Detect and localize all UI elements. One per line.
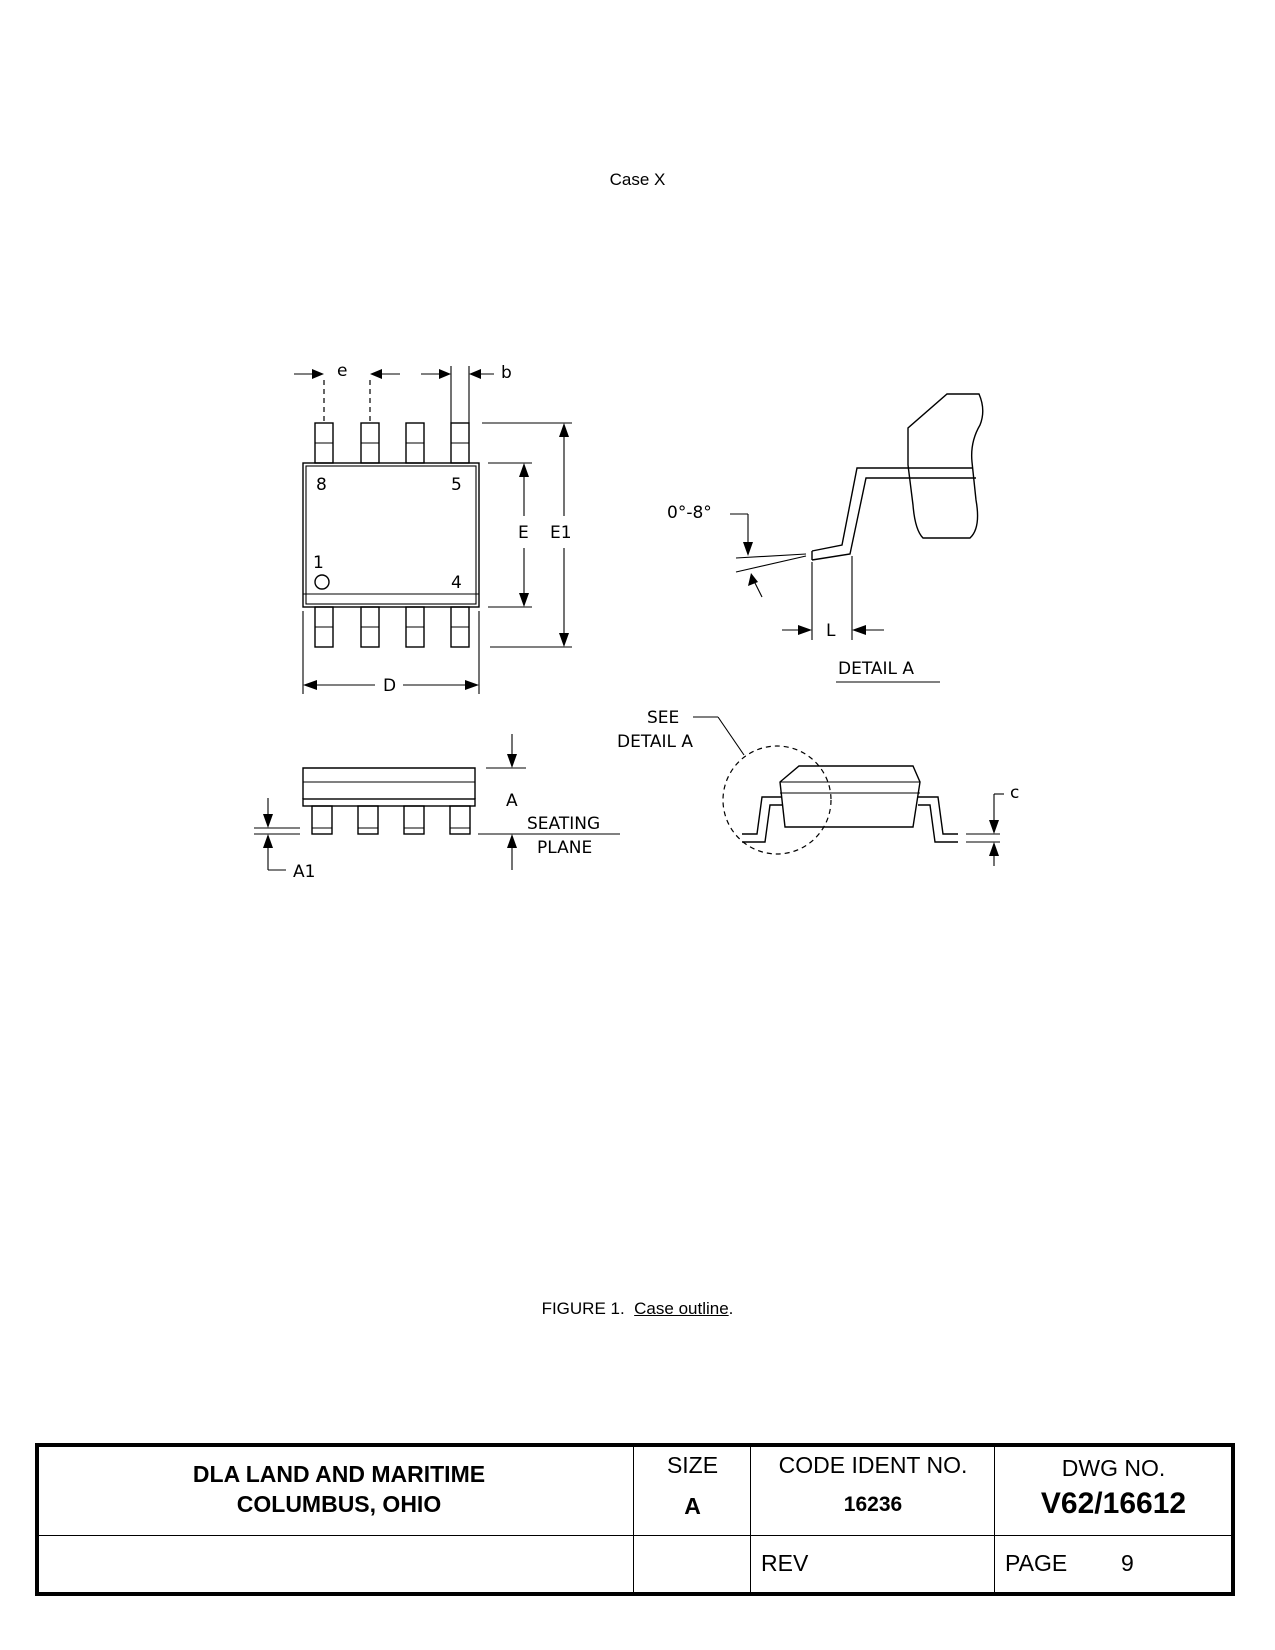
code-ident-value: 16236 bbox=[843, 1493, 903, 1516]
bottom-leads bbox=[314, 606, 470, 648]
detail-a-title: DETAIL A bbox=[838, 659, 914, 679]
lead-width-label: b bbox=[501, 363, 512, 383]
angle-label: 0°-8° bbox=[667, 503, 712, 523]
pin-1-label: 1 bbox=[313, 553, 324, 573]
pitch-label: e bbox=[337, 361, 347, 381]
seating-label: SEATING bbox=[527, 814, 600, 834]
figure-number: FIGURE 1. bbox=[541, 1299, 625, 1318]
side-leads bbox=[311, 805, 471, 835]
page-number: 9 bbox=[1121, 1550, 1134, 1576]
height-label: A bbox=[506, 791, 518, 811]
lead-thickness-label: c bbox=[1010, 783, 1019, 803]
overall-width-label: E1 bbox=[550, 523, 572, 543]
rev-label: REV bbox=[761, 1550, 809, 1576]
see-label: SEE bbox=[647, 708, 679, 728]
standoff-label: A1 bbox=[293, 862, 315, 882]
top-view: 8 5 1 4 e b E E1 bbox=[294, 361, 572, 696]
plane-label: PLANE bbox=[537, 838, 592, 858]
pin-5-label: 5 bbox=[451, 475, 462, 495]
dwg-no-label: DWG NO. bbox=[1061, 1455, 1166, 1481]
dwg-no-value: V62/16612 bbox=[1040, 1487, 1187, 1520]
end-view: SEE DETAIL A c bbox=[617, 708, 1019, 866]
case-title: Case X bbox=[609, 170, 666, 189]
body-width-label: E bbox=[518, 523, 529, 543]
page-label: PAGE bbox=[1005, 1550, 1068, 1576]
size-label: SIZE bbox=[666, 1452, 719, 1478]
body-length-label: D bbox=[383, 676, 396, 696]
detail-a-callout-circle bbox=[722, 745, 832, 855]
pin-4-label: 4 bbox=[451, 573, 462, 593]
detail-a-view: 0°-8° L DETAIL A bbox=[667, 393, 984, 683]
pin-8-label: 8 bbox=[316, 475, 327, 495]
organization-name: DLA LAND AND MARITIME COLUMBUS, OHIO bbox=[39, 1459, 639, 1519]
title-block: DLA LAND AND MARITIME COLUMBUS, OHIO SIZ… bbox=[35, 1443, 1235, 1596]
org-line-1: DLA LAND AND MARITIME bbox=[192, 1461, 486, 1487]
size-value: A bbox=[684, 1493, 701, 1519]
side-view: A SEATING PLANE A1 bbox=[254, 734, 620, 882]
foot-length-label: L bbox=[826, 621, 836, 641]
figure-title: Case outline bbox=[634, 1299, 729, 1318]
org-line-2: COLUMBUS, OHIO bbox=[236, 1491, 442, 1517]
pin-1-marker bbox=[314, 574, 330, 590]
figure-caption: FIGURE 1. Case outline. bbox=[0, 1299, 1275, 1319]
figure-caption-period: . bbox=[728, 1299, 734, 1318]
top-leads bbox=[314, 422, 470, 464]
see-detail-label: DETAIL A bbox=[617, 732, 693, 752]
code-ident-label: CODE IDENT NO. bbox=[778, 1452, 968, 1478]
